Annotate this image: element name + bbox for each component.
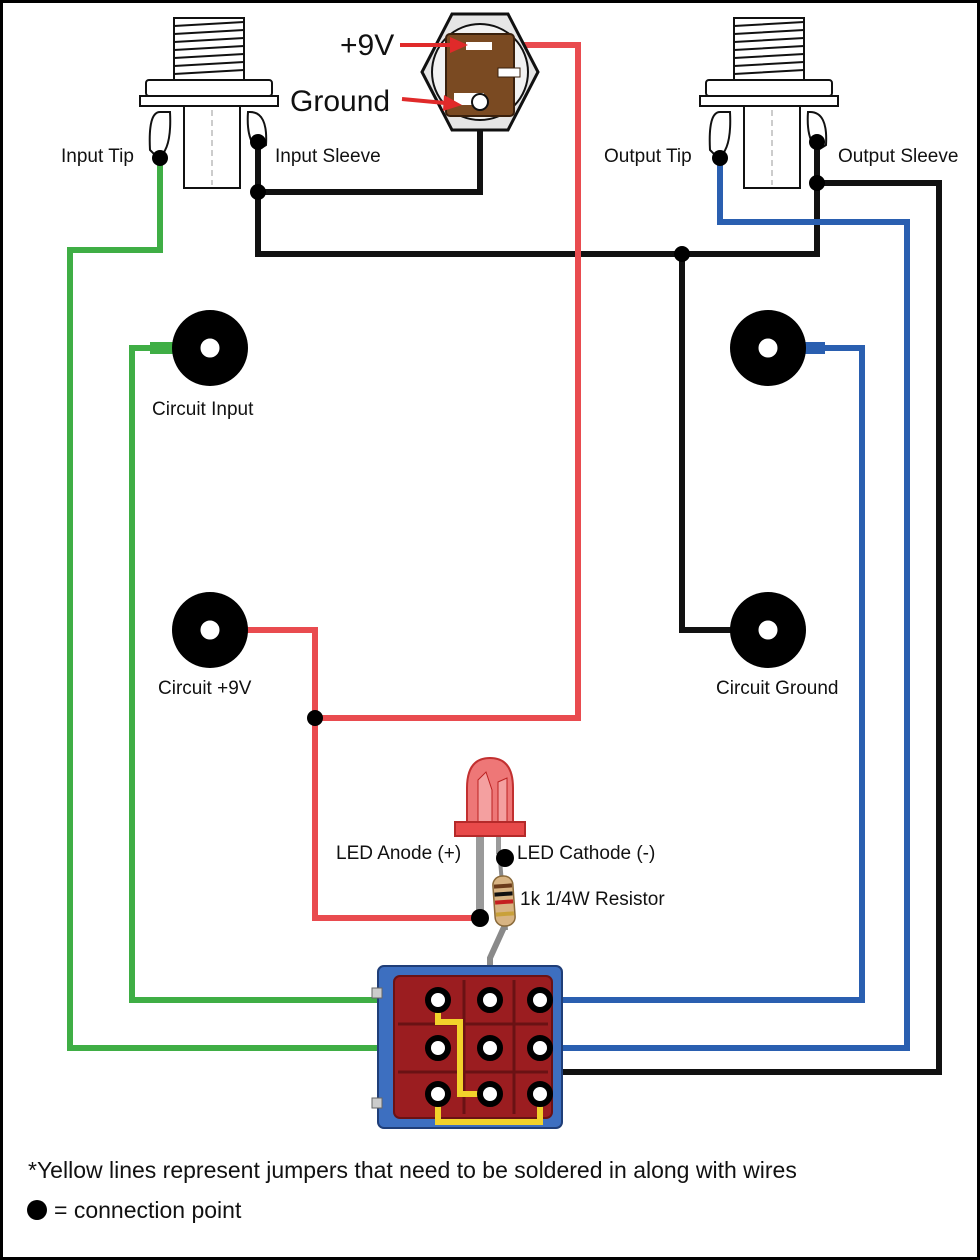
- label-input-sleeve: Input Sleeve: [275, 146, 381, 167]
- dc-jack: [400, 12, 540, 132]
- label-input-tip: Input Tip: [61, 146, 134, 167]
- red-wire-dc-plus-to-junction: [315, 42, 581, 721]
- circuit-pad-output: [730, 310, 806, 386]
- resistor: [492, 859, 516, 931]
- label-output-tip: Output Tip: [604, 146, 692, 167]
- legend-dot-icon: [27, 1200, 47, 1220]
- black-wire-circuit-ground: [679, 254, 768, 633]
- label-circuit-input: Circuit Input: [152, 399, 254, 420]
- black-wire-input-sleeve-to-dc-ground: [255, 103, 483, 195]
- connection-points: [152, 134, 825, 927]
- footswitch: [371, 965, 563, 1129]
- label-circuit-ground: Circuit Ground: [716, 678, 839, 699]
- label-plus9v: +9V: [340, 29, 394, 62]
- label-ground: Ground: [290, 85, 390, 118]
- dc-power-jack-icon: [420, 12, 540, 132]
- label-circuit-9v: Circuit +9V: [158, 678, 252, 699]
- yellow-jumper-bottom: [435, 1094, 543, 1125]
- led: [454, 756, 526, 916]
- note-jumpers: *Yellow lines represent jumpers that nee…: [28, 1157, 797, 1183]
- blue-wire-output-tip-to-switch: [540, 160, 910, 1051]
- black-wire-ground-bus: [255, 145, 820, 257]
- circuit-pad-ground: [730, 592, 806, 668]
- switch-lugs: [425, 987, 553, 1107]
- arrow-ground: [401, 97, 446, 105]
- label-output-sleeve: Output Sleeve: [838, 146, 958, 167]
- resistor-icon: [492, 875, 516, 927]
- mono-audio-jack-icon: [699, 17, 839, 189]
- mono-audio-jack-icon: [139, 17, 279, 189]
- input-jack: [139, 17, 279, 189]
- circuit-pad-input: [172, 310, 248, 386]
- circuit-pad-9v: [172, 592, 248, 668]
- label-led-anode: LED Anode (+): [336, 843, 461, 864]
- green-wire-circuit-input-to-switch: [129, 345, 438, 1003]
- arrow-ground-head: [443, 95, 462, 111]
- note-connection-point: = connection point: [54, 1197, 242, 1223]
- led-icon: [454, 756, 526, 916]
- red-wire-circuit-9v-to-led: [210, 627, 480, 921]
- label-led-cathode: LED Cathode (-): [517, 843, 655, 864]
- label-resistor: 1k 1/4W Resistor: [520, 889, 665, 910]
- output-jack: [699, 17, 839, 189]
- green-wire-input-tip-to-switch: [67, 160, 438, 1051]
- arrow-plus9v-head: [450, 37, 468, 53]
- yellow-jumper-left: [435, 1000, 490, 1097]
